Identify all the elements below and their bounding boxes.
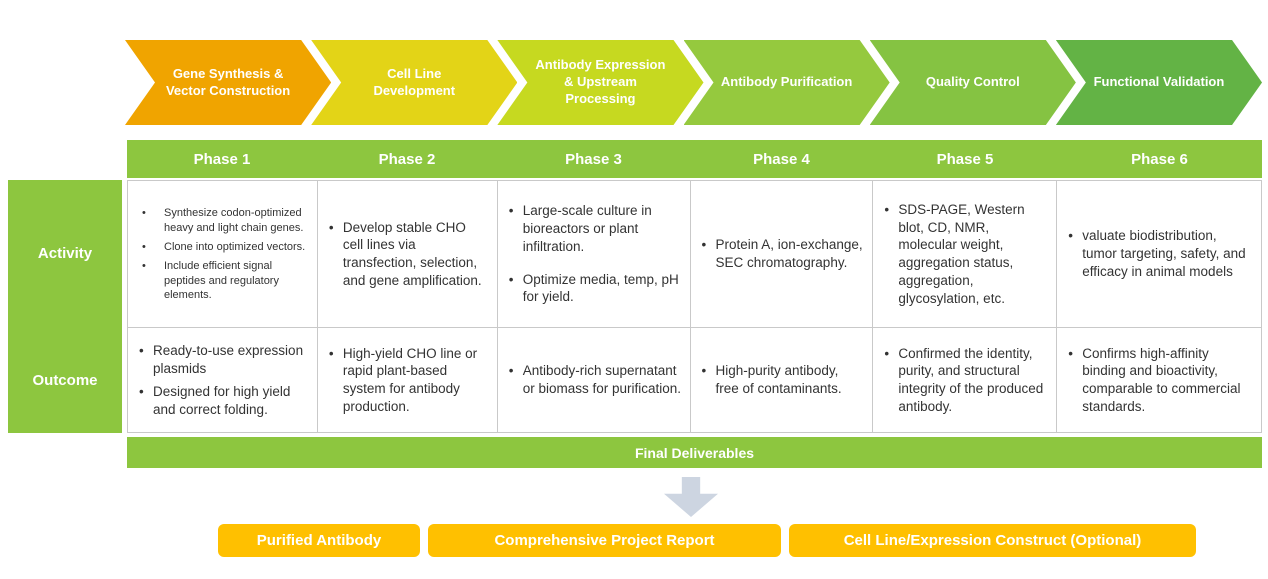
- pipeline-step-label: Gene Synthesis & Vector Construction: [165, 65, 291, 98]
- pipeline-step-label: Quality Control: [925, 74, 1020, 90]
- bullet-list: Confirms high-affinity binding and bioac…: [1065, 345, 1253, 416]
- activity-cell-phase-2: Develop stable CHO cell lines via transf…: [317, 181, 497, 328]
- bullet-item: Designed for high yield and correct fold…: [136, 383, 309, 419]
- outcome-row-label: Outcome: [32, 371, 98, 389]
- bullet-item: Antibody-rich supernatant or biomass for…: [506, 362, 682, 398]
- bullet-item: Ready-to-use expression plasmids: [136, 342, 309, 378]
- phase-header-bar: Phase 1 Phase 2 Phase 3 Phase 4 Phase 5 …: [127, 140, 1262, 178]
- activity-cell-phase-1: Synthesize codon-optimized heavy and lig…: [128, 181, 317, 328]
- bullet-list: High-yield CHO line or rapid plant-based…: [326, 345, 489, 416]
- deliverable-project-report: Comprehensive Project Report: [428, 524, 781, 557]
- activity-row-label: Activity: [37, 245, 93, 262]
- pipeline-step-quality-control: Quality Control: [870, 40, 1076, 125]
- bullet-list: Develop stable CHO cell lines via transf…: [326, 219, 489, 290]
- pipeline-step-label: Antibody Expression & Upstream Processin…: [535, 57, 666, 106]
- bullet-list: Ready-to-use expression plasmids Designe…: [136, 342, 309, 418]
- bullet-item: High-yield CHO line or rapid plant-based…: [326, 345, 489, 416]
- bullet-list: SDS-PAGE, Western blot, CD, NMR, molecul…: [881, 201, 1048, 308]
- activity-cell-phase-3: Large-scale culture in bioreactors or pl…: [497, 181, 690, 328]
- pipeline-step-antibody-purification: Antibody Purification: [684, 40, 890, 125]
- bullet-item: High-purity antibody, free of contaminan…: [699, 362, 865, 398]
- bullet-item: Clone into optimized vectors.: [136, 240, 309, 255]
- bullet-item: Protein A, ion-exchange, SEC chromatogra…: [699, 236, 865, 272]
- bullet-item: SDS-PAGE, Western blot, CD, NMR, molecul…: [881, 201, 1048, 308]
- phase-header-4: Phase 4: [753, 150, 810, 168]
- outcome-cell-phase-6: Confirms high-affinity binding and bioac…: [1057, 328, 1261, 432]
- bullet-list: Antibody-rich supernatant or biomass for…: [506, 362, 682, 398]
- bullet-item: Develop stable CHO cell lines via transf…: [326, 219, 489, 290]
- activity-cell-phase-4: Protein A, ion-exchange, SEC chromatogra…: [690, 181, 873, 328]
- pipeline-step-label: Functional Validation: [1093, 74, 1225, 90]
- pipeline-step-label: Antibody Purification: [720, 74, 853, 90]
- outcome-cell-phase-2: High-yield CHO line or rapid plant-based…: [317, 328, 497, 432]
- pipeline-step-gene-synthesis: Gene Synthesis & Vector Construction: [125, 40, 331, 125]
- pipeline-step-label: Cell Line Development: [373, 65, 456, 98]
- deliverable-label: Purified Antibody: [256, 532, 382, 549]
- deliverables-row: Purified Antibody Comprehensive Project …: [218, 524, 1196, 557]
- pipeline-step-cell-line-development: Cell Line Development: [311, 40, 517, 125]
- bullet-list: High-purity antibody, free of contaminan…: [699, 362, 865, 398]
- row-label-sidebar: Activity Outcome: [8, 180, 122, 433]
- phase-header-3: Phase 3: [565, 150, 622, 168]
- final-deliverables-label: Final Deliverables: [634, 444, 755, 461]
- down-arrow-icon: [664, 477, 718, 517]
- bullet-item: Synthesize codon-optimized heavy and lig…: [136, 206, 309, 235]
- phase-header-2: Phase 2: [378, 150, 436, 168]
- phase-header-6: Phase 6: [1131, 150, 1188, 168]
- bullet-list: valuate biodistribution, tumor targeting…: [1065, 227, 1253, 280]
- bullet-item: valuate biodistribution, tumor targeting…: [1065, 227, 1253, 280]
- bullet-list: Confirmed the identity, purity, and stru…: [881, 345, 1048, 416]
- outcome-cell-phase-1: Ready-to-use expression plasmids Designe…: [128, 328, 317, 432]
- activity-cell-phase-6: valuate biodistribution, tumor targeting…: [1057, 181, 1261, 328]
- deliverable-label: Comprehensive Project Report: [494, 532, 715, 549]
- bullet-item: Confirms high-affinity binding and bioac…: [1065, 345, 1253, 416]
- phase-header-1: Phase 1: [193, 150, 251, 168]
- deliverable-purified-antibody: Purified Antibody: [218, 524, 420, 557]
- bullet-item: Confirmed the identity, purity, and stru…: [881, 345, 1048, 416]
- outcome-cell-phase-4: High-purity antibody, free of contaminan…: [690, 328, 873, 432]
- outcome-cell-phase-3: Antibody-rich supernatant or biomass for…: [497, 328, 690, 432]
- final-deliverables-bar: Final Deliverables: [127, 437, 1262, 468]
- bullet-list: Synthesize codon-optimized heavy and lig…: [136, 206, 309, 302]
- bullet-list: Protein A, ion-exchange, SEC chromatogra…: [699, 236, 865, 272]
- bullet-list: Large-scale culture in bioreactors or pl…: [506, 202, 682, 306]
- phase-table: Synthesize codon-optimized heavy and lig…: [127, 180, 1262, 433]
- pipeline-step-antibody-expression: Antibody Expression & Upstream Processin…: [497, 40, 703, 125]
- pipeline-step-functional-validation: Functional Validation: [1056, 40, 1262, 125]
- activity-cell-phase-5: SDS-PAGE, Western blot, CD, NMR, molecul…: [873, 181, 1057, 328]
- deliverable-cell-line-construct: Cell Line/Expression Construct (Optional…: [789, 524, 1196, 557]
- bullet-item: Optimize media, temp, pH for yield.: [506, 271, 682, 307]
- phase-header-5: Phase 5: [936, 150, 994, 168]
- bullet-item: Include efficient signal peptides and re…: [136, 259, 309, 302]
- bullet-item: Large-scale culture in bioreactors or pl…: [506, 202, 682, 255]
- process-pipeline: Gene Synthesis & Vector Construction Cel…: [125, 40, 1262, 125]
- outcome-cell-phase-5: Confirmed the identity, purity, and stru…: [873, 328, 1057, 432]
- deliverable-label: Cell Line/Expression Construct (Optional…: [843, 532, 1142, 549]
